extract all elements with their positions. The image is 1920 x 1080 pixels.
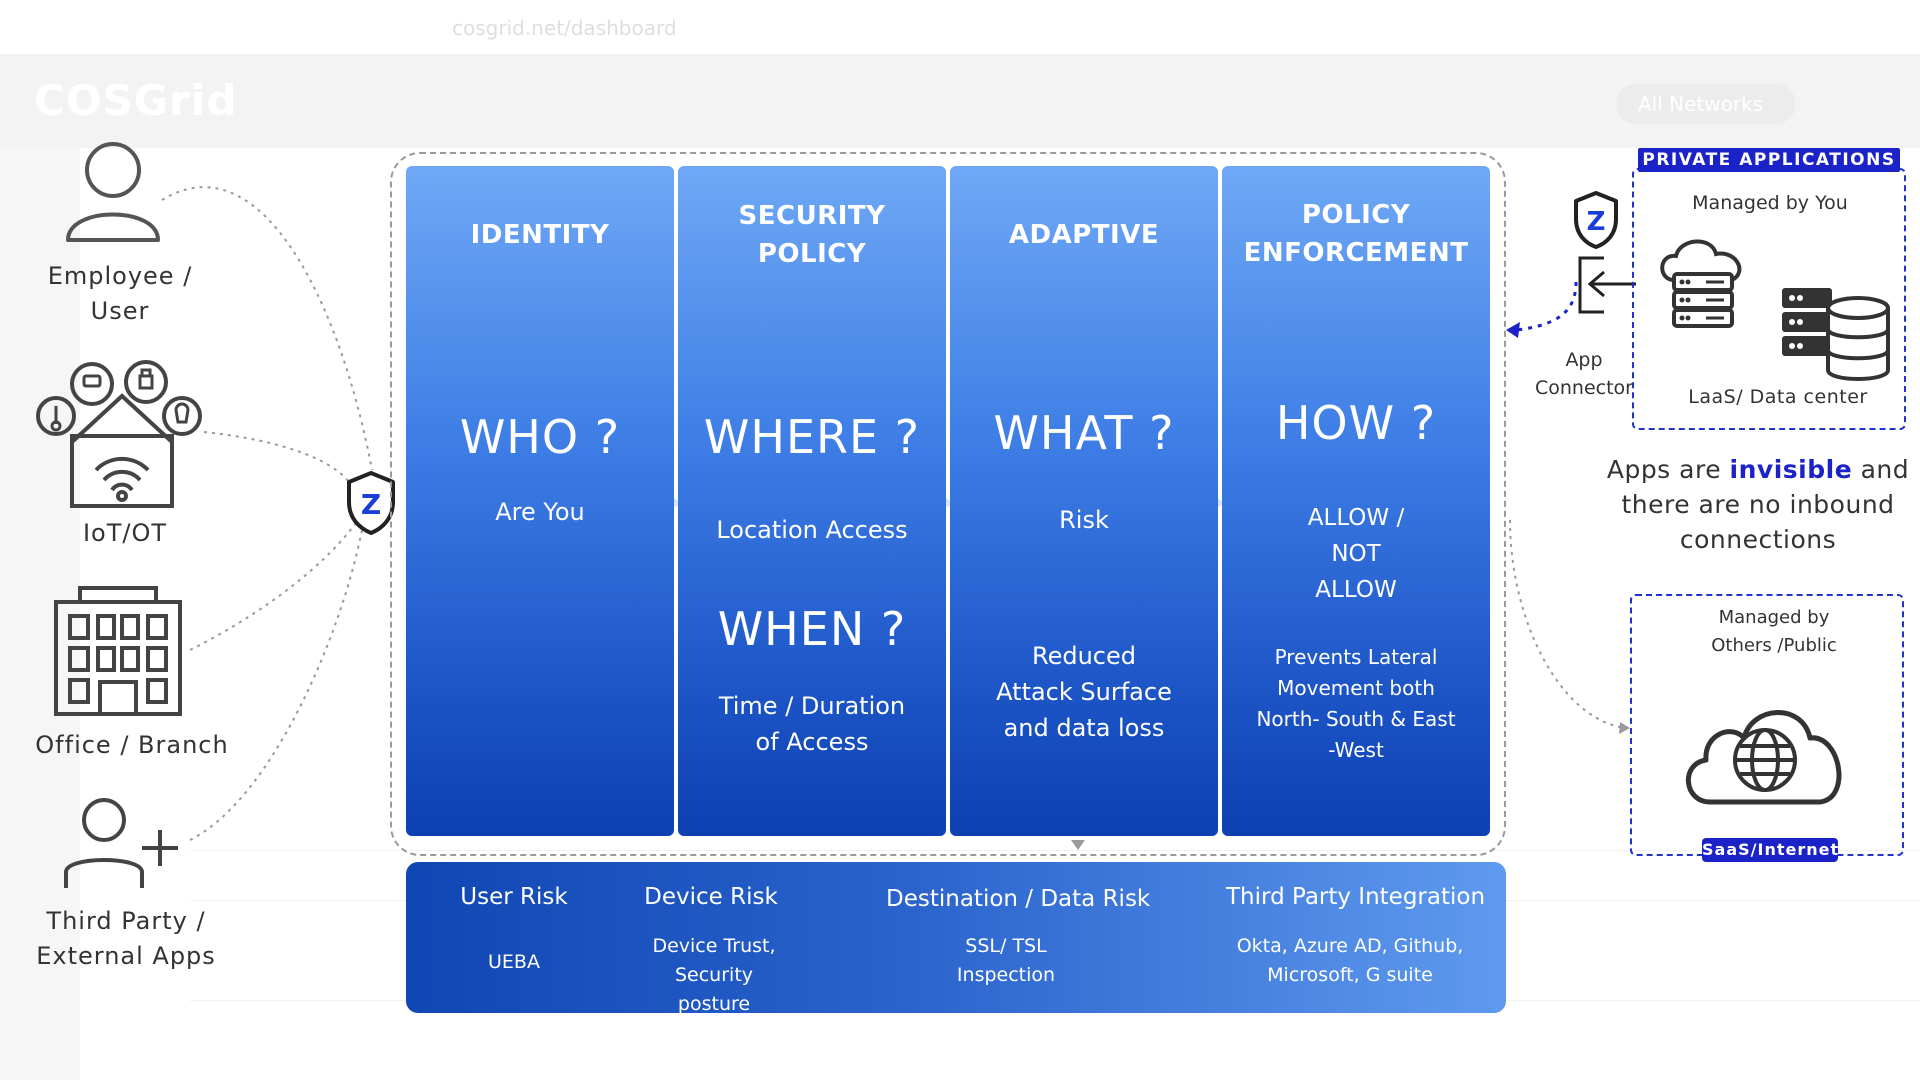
pillar-detail-secondary: Prevents Lateral Movement both North- So…	[1256, 645, 1456, 762]
browser-url: cosgrid.net/dashboard	[452, 16, 677, 40]
entity-label-employee: Employee / User	[47, 262, 193, 325]
connector-entry-icon	[1578, 256, 1636, 314]
dashboard-sidebar	[0, 148, 80, 1080]
building-icon	[54, 586, 182, 716]
pillar-question: WHO ?	[459, 410, 621, 464]
user-icon	[66, 142, 160, 242]
iot-house-icon	[36, 360, 202, 508]
private-managed-label: Managed by You	[1692, 192, 1848, 214]
pillar-policy-enforcement: POLICY ENFORCEMENT HOW ? ALLOW / NOT ALL…	[1222, 166, 1490, 836]
networks-select: All Networks	[1616, 84, 1796, 124]
pillar-title: ADAPTIVE	[1008, 220, 1160, 250]
pillar-title: SECURITY POLICY	[738, 201, 886, 269]
risk-factors-bar: User Risk UEBA Device Risk Device Trust,…	[406, 862, 1506, 1015]
zero-trust-framework-frame	[390, 152, 1506, 856]
private-applications-tag: PRIVATE APPLICATIONS	[1638, 148, 1900, 172]
risk-title-device: Device Risk	[644, 884, 778, 910]
pillar-security-policy: SECURITY POLICY WHERE ? Location Access …	[678, 166, 946, 836]
pillar-detail: Risk	[1059, 506, 1109, 534]
risk-title-third-party: Third Party Integration	[1226, 884, 1486, 910]
datacenter-icon	[1782, 288, 1890, 381]
zero-trust-shield-icon: Z	[347, 471, 395, 535]
invisible-apps-note: Apps are invisible and there are no inbo…	[1600, 452, 1916, 557]
pillar-detail: Are You	[495, 498, 585, 526]
entity-label-iot: IoT/OT	[82, 519, 168, 547]
cloud-server-icon	[1660, 239, 1742, 328]
pillar-detail: Location Access	[716, 516, 908, 544]
pillar-detail-secondary: Time / Duration of Access	[718, 692, 906, 756]
saas-internet-tag: SaaS/Internet	[1702, 838, 1838, 862]
pillar-question: WHERE ?	[703, 410, 921, 464]
pillar-question-secondary: WHEN ?	[717, 602, 907, 656]
browser-toolbar: cosgrid.net/dashboard	[0, 0, 1920, 54]
risk-subtitle-device: Device Trust, Security posture	[652, 935, 776, 1015]
connector-shield-icon: Z	[1574, 191, 1618, 249]
pillar-title: POLICY ENFORCEMENT	[1243, 200, 1469, 268]
risk-title-user: User Risk	[460, 884, 568, 910]
cosgrid-logo: COSGrid	[34, 76, 238, 125]
pillar-question: HOW ?	[1275, 396, 1437, 450]
note-highlight: invisible	[1729, 455, 1853, 484]
risk-subtitle-destination: SSL/ TSL Inspection	[956, 935, 1056, 986]
risk-subtitle-user: UEBA	[488, 951, 540, 973]
table-divider	[190, 850, 1920, 851]
pillar-detail-secondary: Reduced Attack Surface and data loss	[996, 642, 1172, 742]
datacenter-label: LaaS/ Data center	[1688, 386, 1868, 408]
pillar-title: IDENTITY	[470, 220, 610, 250]
pillar-question: WHAT ?	[993, 406, 1175, 460]
pillar-adaptive: ADAPTIVE WHAT ? Risk Reduced Attack Surf…	[950, 166, 1218, 836]
risk-title-destination: Destination / Data Risk	[886, 886, 1151, 912]
note-text-before: Apps are	[1606, 455, 1730, 484]
pillar-detail: ALLOW / NOT ALLOW	[1307, 505, 1405, 603]
gateway-letter: Z	[361, 488, 381, 521]
pillar-identity: IDENTITY WHO ? Are You	[406, 166, 674, 836]
connector-letter: Z	[1587, 207, 1606, 237]
entity-label-office: Office / Branch	[35, 731, 229, 759]
entity-label-third-party: Third Party / External Apps	[36, 907, 216, 970]
dashboard-header	[0, 54, 1920, 148]
user-add-icon	[64, 798, 178, 888]
risk-subtitle-third-party: Okta, Azure AD, Github, Microsoft, G sui…	[1236, 935, 1464, 986]
saas-managed-label: Managed by Others /Public	[1711, 607, 1837, 656]
cloud-globe-icon	[1686, 710, 1842, 805]
connector-label: App Connector	[1535, 349, 1633, 399]
note-text-after: and there are no inbound connections	[1621, 455, 1910, 554]
